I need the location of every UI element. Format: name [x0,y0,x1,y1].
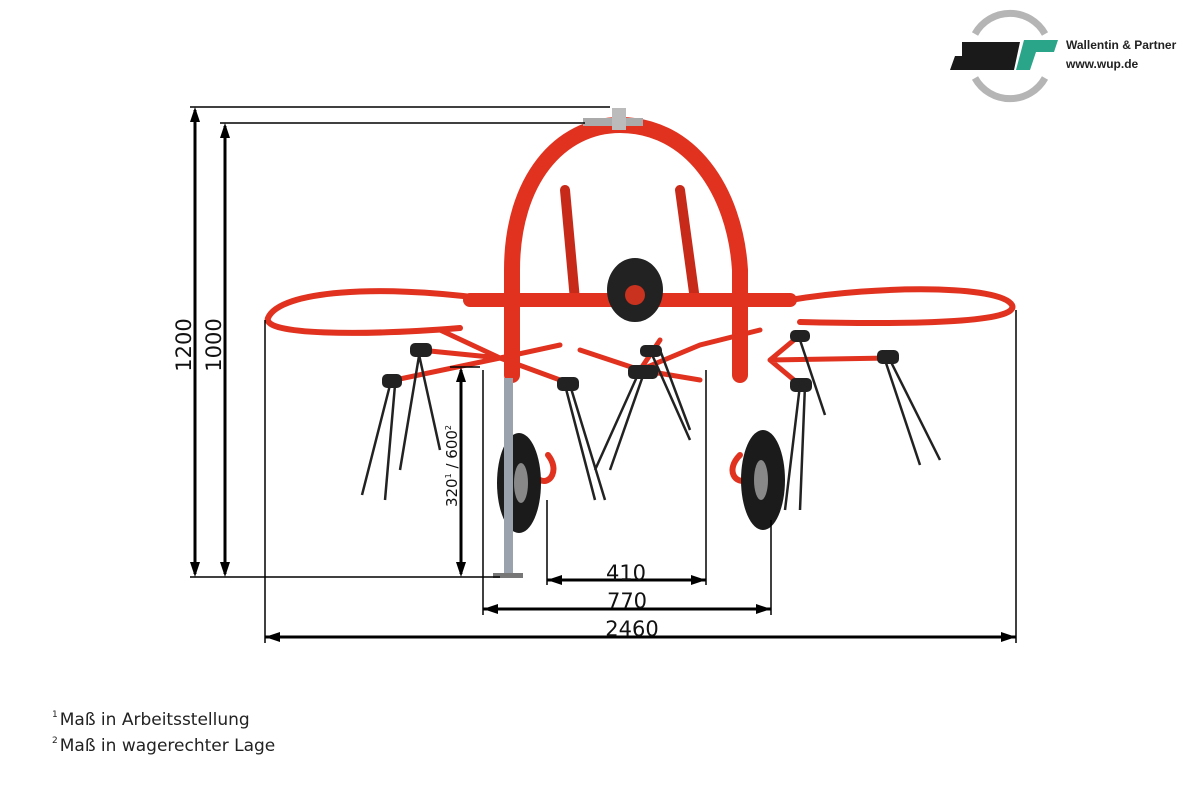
dim-total-height: 1200 [172,318,196,371]
tines [360,339,942,511]
dimension-arrows [190,107,1016,642]
dim-rotor-height: 3201 / 6002 [443,425,461,507]
dimension-lines [190,106,1017,643]
dim-total-width: 2460 [605,617,658,641]
left-wheel [497,433,541,533]
logo-company-name: Wallentin & Partner [1066,38,1177,52]
logo-url: www.wup.de [1066,57,1139,71]
parking-stand [504,378,513,576]
right-wheel [741,430,785,530]
dim-hitch-height: 1000 [202,318,226,371]
company-logo [950,9,1058,103]
dim-wheel-track: 770 [607,589,647,613]
dim-wheel-inner: 410 [606,561,646,585]
